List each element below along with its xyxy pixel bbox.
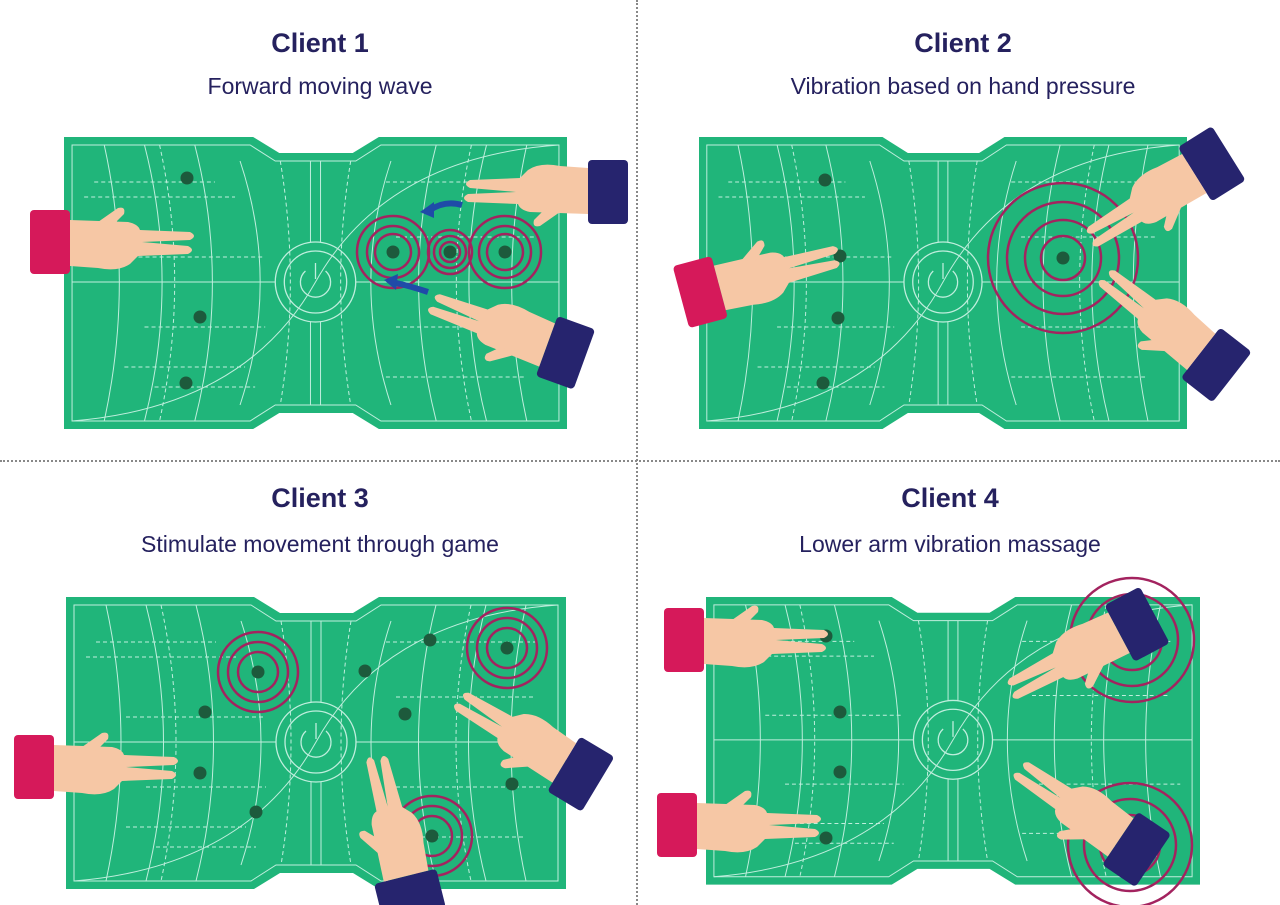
sensor-dot [179, 376, 193, 390]
sensor-dot [818, 173, 832, 187]
panel-2-subtitle: Vibration based on hand pressure [790, 73, 1136, 99]
panel-3-subtitle: Stimulate movement through game [141, 531, 499, 557]
vertical-divider [636, 0, 638, 905]
sensor-dot [386, 245, 400, 259]
panel-1-subtitle: Forward moving wave [207, 73, 433, 99]
sensor-dot [816, 376, 830, 390]
panel-3-title: Client 3 [271, 483, 369, 513]
hand-icon [1086, 127, 1245, 247]
arrow-head [420, 202, 434, 218]
sensor-dot [443, 245, 457, 259]
sensor-dot [180, 171, 194, 185]
arrow-head [384, 274, 398, 290]
hand-icon [428, 294, 595, 389]
vibration-ripple-icon [216, 630, 300, 714]
sensor-dot [423, 633, 437, 647]
hand-icon [1098, 270, 1251, 401]
vibration-ripple-icon [465, 606, 549, 690]
sensor-dot [193, 310, 207, 324]
sensor-dot [193, 766, 207, 780]
vibration-ripple-icon [986, 181, 1140, 335]
panel-4-subtitle: Lower arm vibration massage [799, 531, 1101, 557]
horizontal-divider [0, 460, 1280, 462]
sensor-dot [819, 831, 833, 845]
panel-1-title: Client 1 [271, 28, 369, 58]
sensor-dot [249, 805, 263, 819]
sensor-dot [358, 664, 372, 678]
hand-icon [657, 790, 821, 857]
sensor-dot [505, 777, 519, 791]
sensor-dot [251, 665, 265, 679]
hand-icon [454, 692, 613, 811]
panel-2-title: Client 2 [914, 28, 1012, 58]
hand-icon [1007, 588, 1169, 699]
vibration-ripple-icon [467, 214, 543, 290]
vibration-ripple-icon [426, 228, 474, 276]
hand-icon [673, 240, 840, 328]
panel-4-title: Client 4 [901, 483, 999, 513]
hand-icon [1013, 762, 1170, 886]
hand-icon [30, 207, 194, 274]
sensor-dot [500, 641, 514, 655]
hand-icon [664, 605, 828, 672]
hand-icon [464, 160, 628, 227]
sensor-dot [198, 705, 212, 719]
hand-icon [359, 756, 445, 905]
sensor-dot [498, 245, 512, 259]
board-panel-3 [65, 596, 567, 890]
hand-icon [14, 732, 178, 799]
sensor-dot [425, 829, 439, 843]
sensor-dot [833, 765, 847, 779]
sensor-dot [831, 311, 845, 325]
sensor-dot [398, 707, 412, 721]
sensor-dot [1056, 251, 1070, 265]
sensor-dot [833, 705, 847, 719]
sensor-dot [833, 249, 847, 263]
